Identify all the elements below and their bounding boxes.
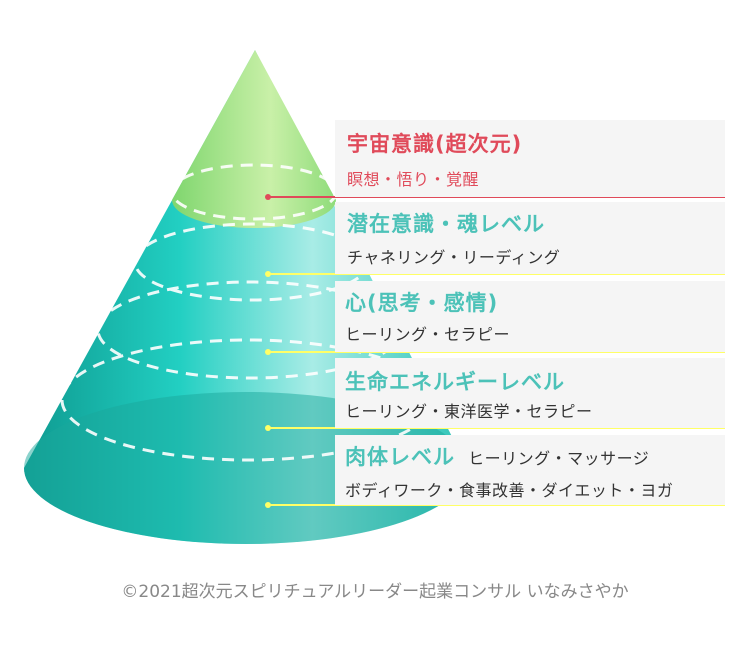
level-inline-sub: ヒーリング・マッサージ <box>468 449 650 468</box>
level-energy-panel: 生命エネルギーレベル ヒーリング・東洋医学・セラピー <box>335 358 725 428</box>
level-sub: ボディワーク・食事改善・ダイエット・ヨガ <box>345 481 674 500</box>
level-cosmic-panel: 宇宙意識(超次元) 瞑想・悟り・覚醒 <box>335 120 725 197</box>
leader-dot <box>265 271 271 277</box>
leader-dot <box>265 502 271 508</box>
level-title: 宇宙意識(超次元) <box>347 132 523 156</box>
level-title: 潜在意識・魂レベル <box>347 212 545 236</box>
level-title: 肉体レベル <box>345 445 455 469</box>
level-title: 生命エネルギーレベル <box>345 370 565 394</box>
leader-dot <box>265 425 271 431</box>
level-title: 心(思考・感情) <box>345 291 499 315</box>
leader-dot <box>265 349 271 355</box>
level-sub: ヒーリング・東洋医学・セラピー <box>345 402 593 421</box>
level-sub: ヒーリング・セラピー <box>345 325 511 344</box>
level-sub: チャネリング・リーディング <box>347 248 561 267</box>
level-body-panel: 肉体レベル ヒーリング・マッサージ ボディワーク・食事改善・ダイエット・ヨガ <box>335 435 725 505</box>
cone-top-green <box>172 50 336 228</box>
level-subconscious-panel: 潜在意識・魂レベル チャネリング・リーディング <box>335 202 725 274</box>
level-mind-panel: 心(思考・感情) ヒーリング・セラピー <box>335 281 725 352</box>
copyright: ©2021超次元スピリチュアルリーダー起業コンサル いなみさやか <box>121 582 629 602</box>
level-sub: 瞑想・悟り・覚醒 <box>347 170 480 189</box>
leader-dot <box>265 194 271 200</box>
